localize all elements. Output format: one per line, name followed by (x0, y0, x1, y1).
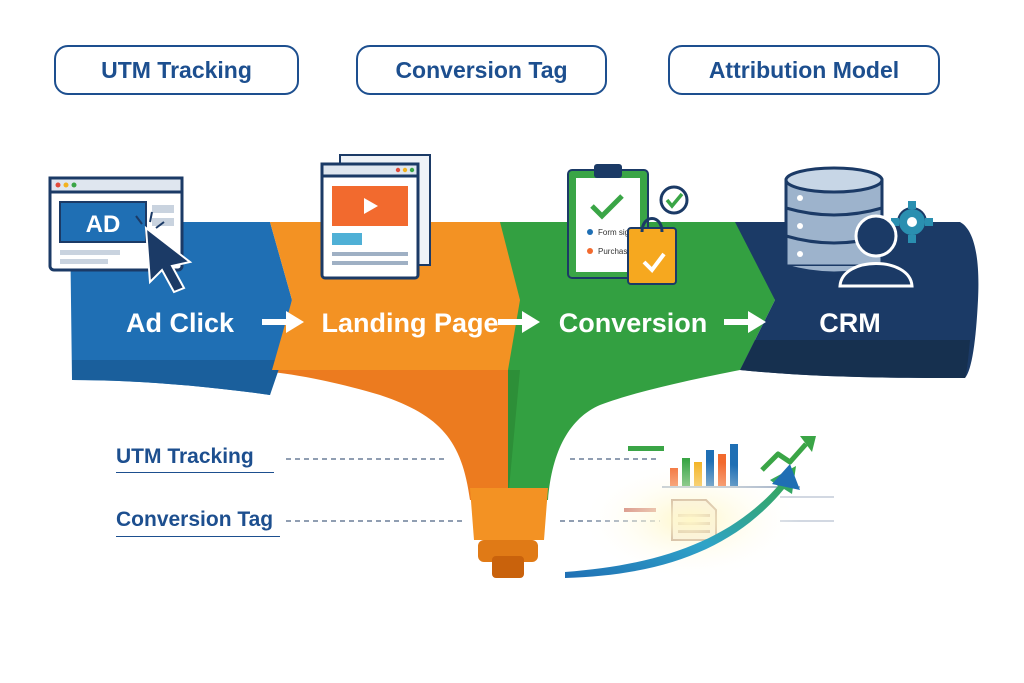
stage-conversion: Conversion (558, 307, 708, 338)
attribution-model-tag: Attribution Model (668, 45, 940, 95)
band-navy-shade (740, 340, 970, 378)
funnel-neck-orange (272, 370, 508, 500)
side-label-utm-tracking: UTM Tracking (116, 445, 254, 468)
user-icon (838, 214, 914, 288)
arrow-icon (262, 311, 766, 333)
funnel-neck-green (508, 370, 740, 500)
landing-page-icon (320, 154, 431, 280)
check-badge-icon (659, 185, 689, 215)
band-blue-shade (72, 360, 282, 395)
glow (580, 460, 800, 580)
stage-ad-click: Ad Click (125, 307, 235, 338)
zigzag-trend-icon (760, 442, 808, 472)
stage-crm: CRM (819, 307, 881, 338)
play-icon (364, 198, 378, 214)
stage-landing-page: Landing Page (321, 307, 499, 338)
cursor-icon (144, 225, 193, 294)
side-label-conversion-tag: Conversion Tag (116, 508, 274, 531)
conversion-tag-tag: Conversion Tag (356, 45, 607, 95)
form-item-2: Purchase (598, 247, 632, 256)
ad-icon-text: AD (86, 211, 121, 238)
side-label-underline (116, 472, 274, 473)
utm-tracking-tag: UTM Tracking (54, 45, 299, 95)
side-label-underline (116, 536, 280, 537)
gear-icon (891, 201, 933, 243)
ad-browser-icon: AD (48, 176, 193, 294)
checkmark-icon (590, 194, 624, 220)
form-item-1: Form sign (598, 228, 634, 237)
trend-arrow-icon (565, 466, 796, 578)
funnel-neck-green-dark (508, 370, 520, 500)
funnel-tip (478, 540, 538, 562)
funnel-nozzle (492, 556, 524, 578)
funnel-spout-orange (470, 488, 548, 540)
shopping-bag-icon (627, 185, 689, 285)
